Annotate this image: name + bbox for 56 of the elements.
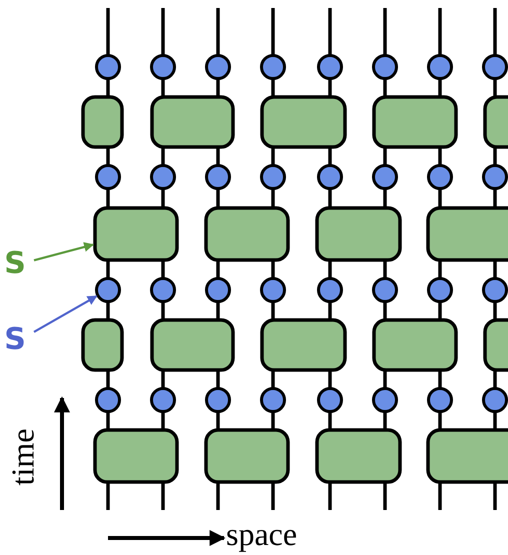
node-circle xyxy=(482,54,508,80)
node-circle xyxy=(150,164,176,190)
axis-label: space xyxy=(226,517,298,551)
gate-box xyxy=(81,318,124,372)
node-circle xyxy=(317,164,343,190)
node-circle xyxy=(150,277,176,303)
gate-box xyxy=(426,206,508,262)
node-circle xyxy=(317,54,343,80)
gate-box xyxy=(260,318,347,372)
node-circle xyxy=(95,54,121,80)
node-circle xyxy=(427,387,453,413)
node-circle xyxy=(95,164,121,190)
gate-box xyxy=(372,318,458,372)
gate-box xyxy=(315,206,402,262)
node-label: S xyxy=(3,246,27,282)
node-circle xyxy=(427,164,453,190)
node-circle xyxy=(372,387,398,413)
node-circle xyxy=(205,277,231,303)
node-circle xyxy=(205,54,231,80)
node-circle xyxy=(372,277,398,303)
gate-box xyxy=(81,95,124,149)
axis-label: time xyxy=(5,428,40,486)
node-circle xyxy=(150,387,176,413)
node-circle xyxy=(95,387,121,413)
gate-box xyxy=(150,95,235,149)
node-circle xyxy=(317,387,343,413)
node-circle xyxy=(427,277,453,303)
gate-box xyxy=(483,95,508,149)
node-circle xyxy=(260,277,286,303)
gate-box xyxy=(372,95,458,149)
gate-box xyxy=(315,428,402,484)
gate-box xyxy=(204,428,290,484)
gate-box xyxy=(93,206,179,262)
gate-box xyxy=(204,206,290,262)
node-circle xyxy=(205,164,231,190)
node-circle xyxy=(372,164,398,190)
node-circle xyxy=(427,54,453,80)
node-circle xyxy=(317,277,343,303)
gate-box xyxy=(426,428,508,484)
gate-box xyxy=(483,318,508,372)
node-circle xyxy=(260,387,286,413)
node-circle xyxy=(482,387,508,413)
node-circle xyxy=(260,54,286,80)
node-circle xyxy=(95,277,121,303)
node-circle xyxy=(150,54,176,80)
arrow xyxy=(33,295,98,333)
node-circle xyxy=(482,164,508,190)
gate-box xyxy=(260,95,347,149)
gate-box xyxy=(93,428,179,484)
arrow xyxy=(34,242,94,262)
node-circle xyxy=(482,277,508,303)
node-circle xyxy=(205,387,231,413)
gate-box xyxy=(150,318,235,372)
node-label: S xyxy=(3,322,27,358)
node-circle xyxy=(260,164,286,190)
node-circle xyxy=(372,54,398,80)
